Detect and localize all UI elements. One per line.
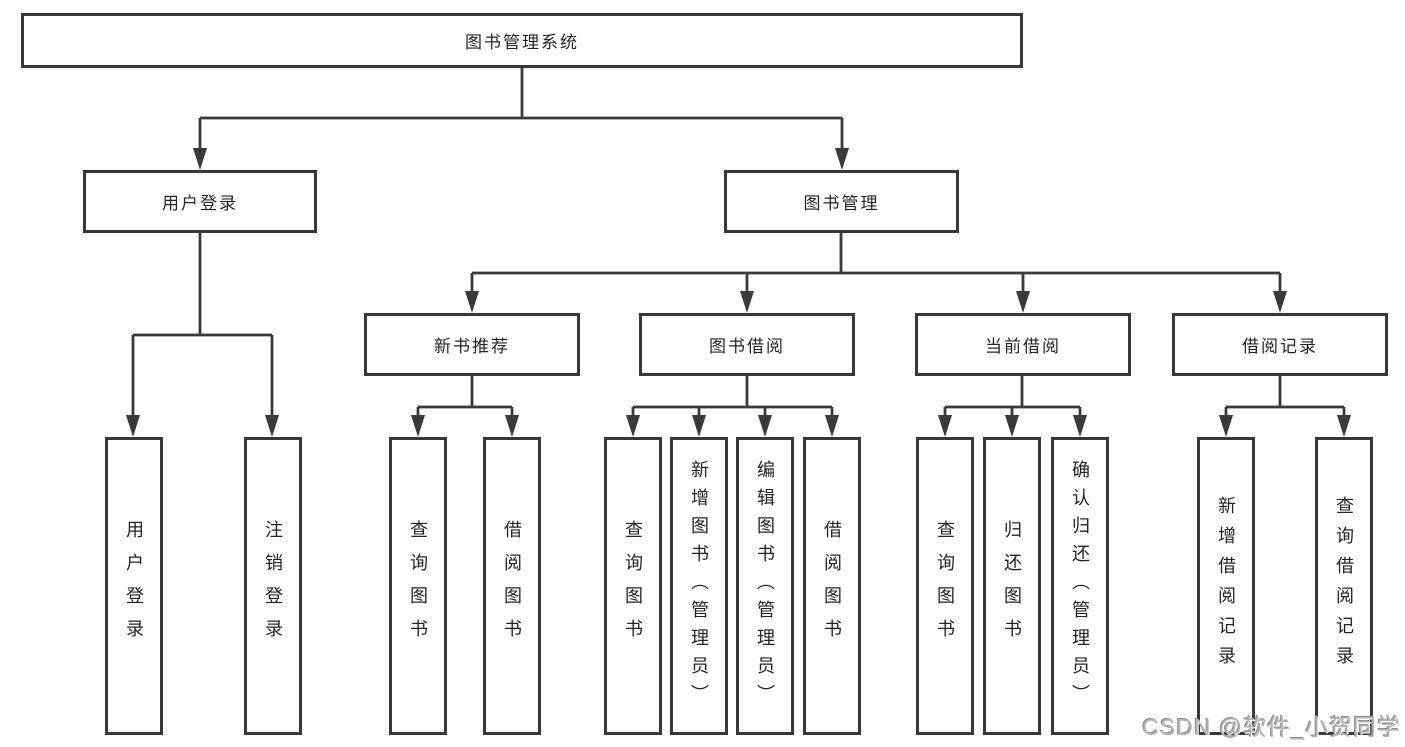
leaf-current-query-books-label: 查询图书 [935,520,955,652]
node-system-root-label: 图书管理系统 [465,33,579,52]
node-user-login: 用户登录 [83,170,317,233]
leaf-current-query-books: 查询图书 [916,437,974,735]
leaf-logout-label: 注销登录 [263,520,283,652]
leaf-recommend-borrow-books: 借阅图书 [483,437,541,735]
leaf-records-add-record: 新增借阅记录 [1197,437,1255,735]
leaf-borrow-borrow-books-label: 借阅图书 [822,520,842,652]
leaf-user-login: 用户登录 [105,437,163,735]
leaf-borrow-query-books: 查询图书 [604,437,662,735]
node-current-borrow-label: 当前借阅 [985,337,1061,356]
leaf-borrow-add-books-admin-label: 新增图书（管理员） [689,460,709,712]
leaf-current-return-books: 归还图书 [983,437,1041,735]
node-new-book-recommend: 新书推荐 [364,313,580,376]
node-current-borrow: 当前借阅 [915,313,1131,376]
leaf-logout: 注销登录 [244,437,302,735]
leaf-records-add-record-label: 新增借阅记录 [1216,496,1236,676]
leaf-borrow-borrow-books: 借阅图书 [803,437,861,735]
node-user-login-label: 用户登录 [162,194,238,213]
node-system-root: 图书管理系统 [21,13,1023,68]
leaf-borrow-query-books-label: 查询图书 [623,520,643,652]
leaf-recommend-query-books-label: 查询图书 [408,520,428,652]
node-new-book-recommend-label: 新书推荐 [434,337,510,356]
leaf-current-confirm-return-admin-label: 确认归还（管理员） [1070,460,1090,712]
node-book-management-label: 图书管理 [803,194,880,213]
node-book-borrow-label: 图书借阅 [709,337,785,356]
leaf-records-query-record: 查询借阅记录 [1315,437,1373,735]
leaf-records-query-record-label: 查询借阅记录 [1334,496,1354,676]
leaf-current-confirm-return-admin: 确认归还（管理员） [1051,437,1109,735]
node-borrow-records-label: 借阅记录 [1242,337,1318,356]
leaf-borrow-edit-books-admin-label: 编辑图书（管理员） [755,460,775,712]
leaf-current-return-books-label: 归还图书 [1002,520,1022,652]
node-borrow-records: 借阅记录 [1172,313,1388,376]
leaf-recommend-borrow-books-label: 借阅图书 [502,520,522,652]
leaf-borrow-edit-books-admin: 编辑图书（管理员） [736,437,794,735]
leaf-recommend-query-books: 查询图书 [389,437,447,735]
node-book-management: 图书管理 [724,170,959,233]
leaf-user-login-label: 用户登录 [124,520,144,652]
leaf-borrow-add-books-admin: 新增图书（管理员） [670,437,728,735]
watermark: CSDN @软件_小贺同学 [1142,714,1401,740]
node-book-borrow: 图书借阅 [639,313,855,376]
